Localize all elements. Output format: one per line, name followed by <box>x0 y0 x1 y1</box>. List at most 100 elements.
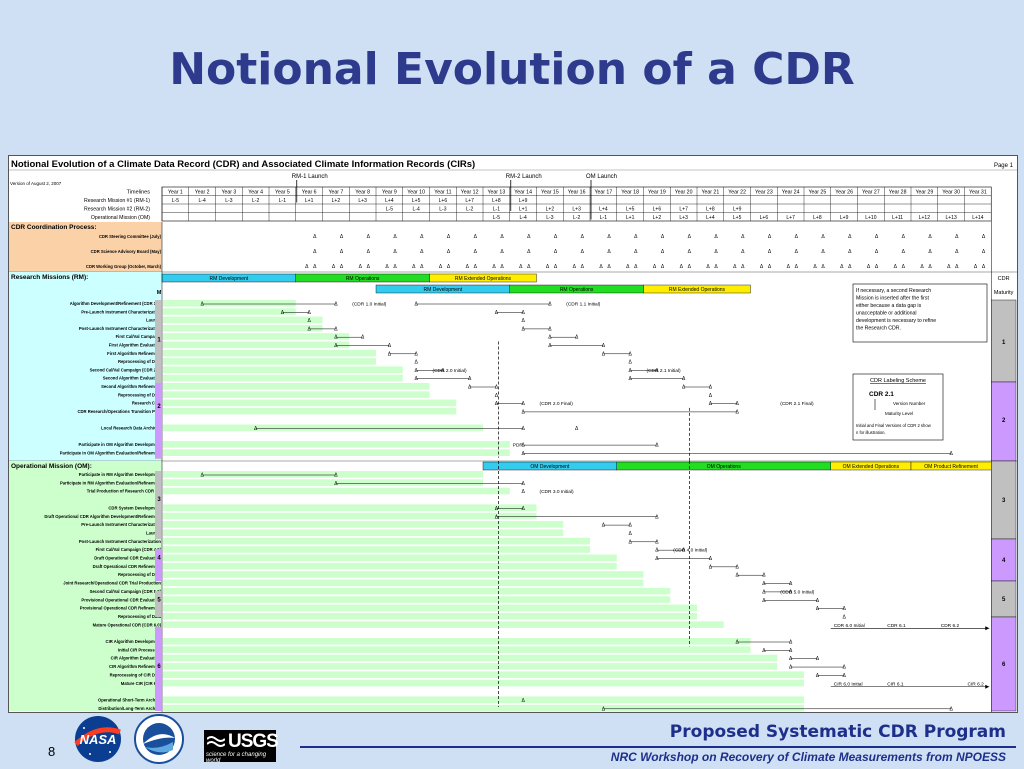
meeting-marker: Δ <box>527 264 531 270</box>
year-header: Year 15 <box>541 190 559 196</box>
operational-row-label: First Cal/Val Campaign (CDR 4.0) <box>96 547 162 552</box>
footer-program-title: Proposed Systematic CDR Program <box>669 722 1006 742</box>
milestone-marker: Δ <box>709 401 713 407</box>
maturity-level-cell <box>991 460 1017 540</box>
research-phase-bar <box>429 273 537 283</box>
research-row-label: Second Algorithm Evaluation <box>103 376 162 381</box>
meeting-marker: Δ <box>634 249 638 255</box>
milestone-marker: Δ <box>602 343 606 349</box>
operational-row-label: CIR Algorithm Refinement <box>109 664 162 669</box>
year-header: Year 18 <box>621 190 639 196</box>
meeting-marker: Δ <box>581 264 585 270</box>
year-header: Year 16 <box>568 190 586 196</box>
operational-row-label: Post-Launch Instrument Characterization <box>79 539 162 544</box>
note-text-line: If necessary, a second Research <box>856 288 931 294</box>
milestone-marker: Δ <box>521 318 525 324</box>
milestone-marker: Δ <box>548 343 552 349</box>
note-text-line: Mission is inserted after the first <box>856 296 929 302</box>
labeling-example: CDR 2.1 <box>869 391 894 398</box>
operational-left-maturity-strip <box>155 471 161 539</box>
timelines-label: Timelines <box>127 190 151 196</box>
slide-title: Notional Evolution of a CDR <box>169 44 855 95</box>
sheet-page-label: Page 1 <box>994 163 1014 169</box>
meeting-marker: Δ <box>393 249 397 255</box>
milestone-marker: Δ <box>816 673 820 679</box>
operational-row-level: 6 <box>157 664 161 670</box>
operational-row-band <box>163 529 564 537</box>
research-header: Research Missions (RM): <box>11 274 88 281</box>
operational-row-band <box>163 571 644 578</box>
milestone-marker: Δ <box>842 614 846 620</box>
research-row-band <box>163 316 323 324</box>
operational-phase-label: OM Development <box>530 464 570 470</box>
operational-label-band <box>9 461 162 711</box>
milestone-marker: Δ <box>789 648 793 654</box>
milestone-marker: Δ <box>521 409 525 415</box>
noaa-logo <box>134 714 184 764</box>
meeting-marker: Δ <box>340 234 344 240</box>
research-phase-label: RM Operations <box>560 287 594 293</box>
milestone-marker: Δ <box>495 393 499 399</box>
milestone-marker: Δ <box>628 360 632 366</box>
meeting-marker: Δ <box>920 264 924 270</box>
meeting-marker: Δ <box>634 234 638 240</box>
research-row-band <box>163 300 296 307</box>
milestone-marker: Δ <box>200 473 204 479</box>
research-phase-label: RM Extended Operations <box>455 276 512 282</box>
coordination-row-label: CDR Steering Committee (July) <box>99 234 162 239</box>
maturity-level-cell <box>991 538 1017 582</box>
milestone-marker: Δ <box>762 581 766 587</box>
note-box <box>852 283 988 343</box>
page-number: 8 <box>48 744 56 759</box>
research-row-label: First Algorithm Evaluation <box>109 343 162 348</box>
mission-offset-cell: L+6 <box>760 215 769 221</box>
research-label-band <box>9 272 162 461</box>
milestone-marker: Δ <box>655 514 659 520</box>
year-header: Year 31 <box>969 190 987 196</box>
mission-offset-cell: L-4 <box>520 215 527 221</box>
mission-offset-cell: L+6 <box>653 207 662 213</box>
meeting-marker: Δ <box>340 249 344 255</box>
operational-row-band <box>163 546 590 553</box>
research-row-band <box>163 441 510 448</box>
meeting-marker: Δ <box>367 234 371 240</box>
milestone-marker: Δ <box>762 598 766 604</box>
year-header: Year 27 <box>862 190 880 196</box>
meeting-marker: Δ <box>634 264 638 270</box>
meeting-marker: Δ <box>768 249 772 255</box>
meeting-marker: Δ <box>661 249 665 255</box>
mission-offset-cell: L+4 <box>706 215 715 221</box>
milestone-marker: Δ <box>468 385 472 391</box>
operational-row-label: Participate in RM Algorithm Evaluation/R… <box>60 480 162 485</box>
year-header: Year 11 <box>434 190 451 196</box>
meeting-marker: Δ <box>928 264 932 270</box>
labeling-footnote: Initial and Final Versions of CDR 2 show <box>856 423 932 428</box>
mission-offset-cell: L+12 <box>919 215 930 221</box>
milestone-marker: Δ <box>281 310 285 316</box>
year-header: Year 12 <box>461 190 479 196</box>
mission-offset-cell: L+9 <box>519 198 528 204</box>
research-row-label: Algorithm Development/Refinement (CDR 1.… <box>70 301 162 306</box>
meeting-marker: Δ <box>607 264 611 270</box>
operational-phase-label: OM Extended Operations <box>843 464 900 470</box>
meeting-marker: Δ <box>867 264 871 270</box>
milestone-marker: Δ <box>789 589 793 595</box>
milestone-marker: Δ <box>655 443 659 449</box>
mission-offset-cell: L+3 <box>572 207 581 213</box>
meeting-marker: Δ <box>581 234 585 240</box>
milestone-marker: Δ <box>602 523 606 529</box>
operational-phase-label: OM Operations <box>707 464 741 470</box>
operational-row-band <box>163 537 590 545</box>
milestone-marker: Δ <box>789 656 793 662</box>
milestone-marker: Δ <box>735 409 739 415</box>
meeting-marker: Δ <box>420 249 424 255</box>
research-row-label: Participate in OM Algorithm Evaluation/R… <box>60 450 162 455</box>
research-row-label: Participate in OM Algorithm Development <box>79 442 162 447</box>
meeting-marker: Δ <box>420 234 424 240</box>
research-phase-label: RM Extended Operations <box>669 287 726 293</box>
operational-row-band <box>163 471 483 478</box>
milestone-marker: Δ <box>655 368 659 374</box>
meeting-marker: Δ <box>500 234 504 240</box>
research-row-band <box>163 391 430 398</box>
research-annotation: PDR <box>513 443 524 449</box>
